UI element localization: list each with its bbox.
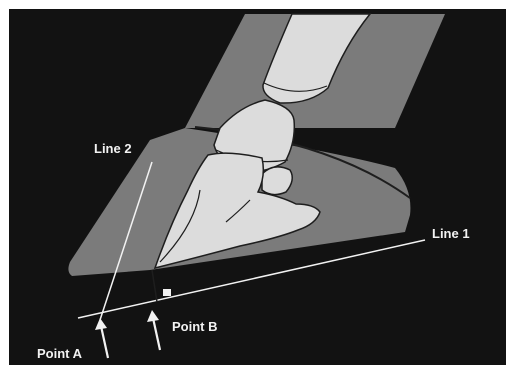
navicular-bone <box>262 167 292 195</box>
point-a-label: Point A <box>37 346 83 361</box>
line-1-label: Line 1 <box>432 226 470 241</box>
line-2-label: Line 2 <box>94 141 132 156</box>
right-angle-marker <box>163 289 171 296</box>
point-b-label: Point B <box>172 319 218 334</box>
